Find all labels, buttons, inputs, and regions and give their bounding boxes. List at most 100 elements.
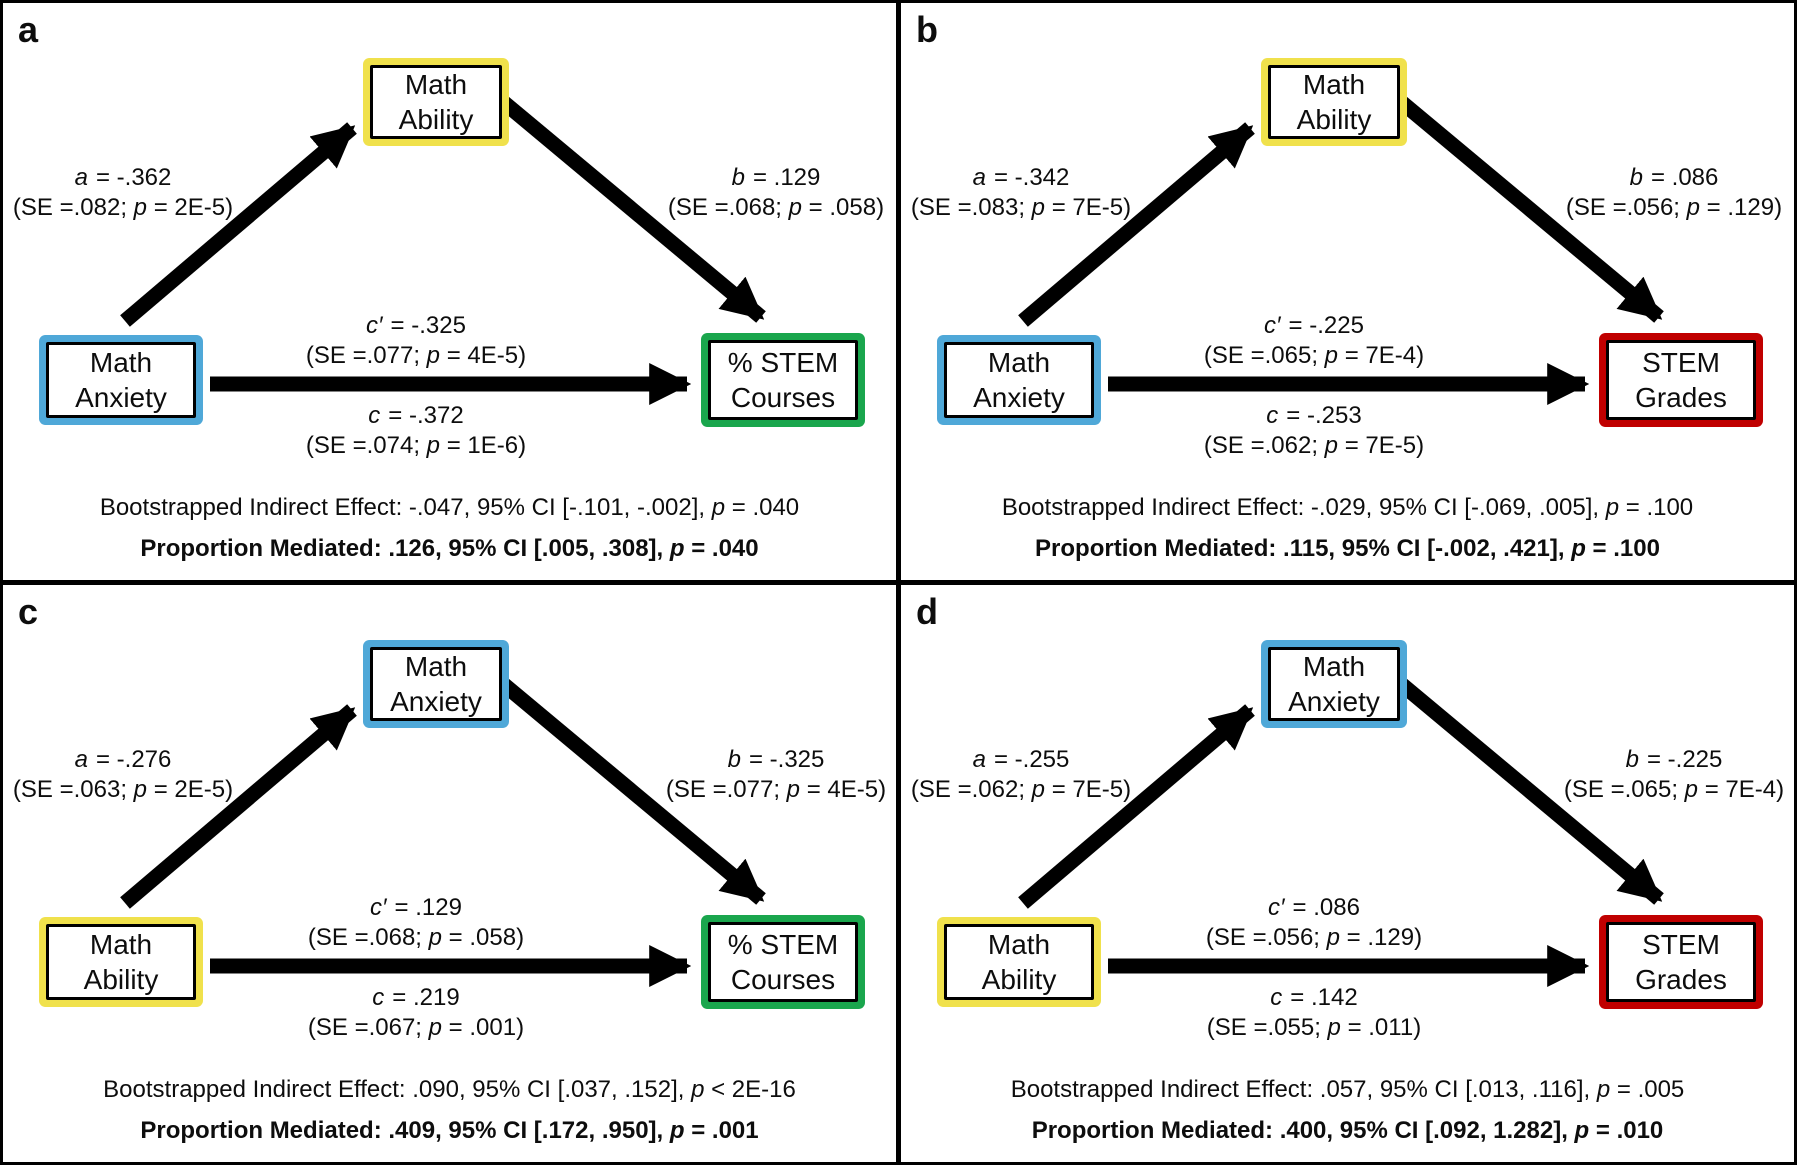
mediator-label: Math Ability: [1296, 69, 1372, 135]
c-prime-value: = -.225: [1288, 312, 1364, 339]
indirect-text: Bootstrapped Indirect Effect: -.047, 95%…: [99, 494, 712, 521]
panel-letter: a: [18, 9, 39, 50]
c-se-post: = 7E-5): [1338, 432, 1425, 459]
a-path-arrow: [120, 122, 357, 327]
indirect-p-value: = .040: [725, 494, 800, 521]
c-prime-value: = .086: [1292, 894, 1360, 921]
a-path-arrow: [1018, 704, 1255, 909]
predictor-label: Math Ability: [83, 929, 159, 995]
a-path-arrow: [120, 704, 357, 909]
predictor-box: Math Ability: [46, 924, 196, 1000]
predictor-box: Math Anxiety: [46, 342, 196, 418]
b-letter: b: [727, 746, 741, 773]
b-path-arrow: [496, 676, 766, 905]
b-letter: b: [1625, 746, 1639, 773]
p-symbol: p: [426, 432, 441, 459]
c-prime-letter: c′: [1268, 894, 1285, 921]
p-symbol: p: [133, 194, 148, 221]
horizontal-divider: [3, 580, 1794, 585]
c-prime-letter: c′: [370, 894, 387, 921]
mediated-p-value: = .001: [684, 1117, 759, 1144]
mediator-box: Math Ability: [370, 65, 502, 139]
b-se-post: = .058): [802, 194, 885, 221]
c-se-post: = 1E-6): [440, 432, 527, 459]
mediated-p-value: = .040: [684, 535, 759, 562]
a-path-label: a= -.255 (SE =.062; p = 7E-5): [901, 745, 1141, 805]
predictor-label: Math Ability: [981, 929, 1057, 995]
p-symbol: p: [691, 1076, 705, 1103]
panel-letter: d: [916, 591, 938, 632]
proportion-mediated-caption: Proportion Mediated: .409, 95% CI [.172,…: [3, 1117, 896, 1145]
b-letter: b: [1629, 164, 1643, 191]
p-symbol: p: [1605, 494, 1620, 521]
path-arrows: [120, 94, 766, 405]
c-prime-se-pre: (SE =.056;: [1205, 924, 1327, 951]
indirect-effect-caption: Bootstrapped Indirect Effect: -.047, 95%…: [3, 494, 896, 522]
c-se-pre: (SE =.062;: [1203, 432, 1325, 459]
p-symbol: p: [1686, 194, 1701, 221]
mediated-text: Proportion Mediated: .409, 95% CI [.172,…: [140, 1117, 670, 1144]
mediator-label: Math Anxiety: [390, 651, 482, 717]
a-value: = -.255: [993, 746, 1070, 773]
p-symbol: p: [1031, 194, 1046, 221]
c-value: = -.253: [1286, 402, 1362, 429]
a-value: = -.276: [95, 746, 172, 773]
a-letter: a: [74, 746, 88, 773]
indirect-text: Bootstrapped Indirect Effect: .057, 95% …: [1010, 1076, 1597, 1103]
a-path-label: a= -.342 (SE =.083; p = 7E-5): [901, 163, 1141, 223]
c-letter: c: [372, 984, 385, 1011]
b-path-label: b= -.325 (SE =.077; p = 4E-5): [656, 745, 896, 805]
p-symbol: p: [786, 776, 801, 803]
c-prime-path-label: c′= -.225 (SE =.065; p = 7E-4): [1164, 311, 1464, 371]
c-prime-se-pre: (SE =.065;: [1203, 342, 1325, 369]
a-se-post: = 2E-5): [147, 194, 234, 221]
predictor-label: Math Anxiety: [973, 347, 1065, 413]
mediated-p-value: = .010: [1589, 1117, 1664, 1144]
c-value: = -.372: [388, 402, 464, 429]
outcome-label: STEM Grades: [1635, 347, 1727, 413]
outcome-box: % STEM Courses: [708, 340, 858, 420]
b-path-arrow: [1394, 94, 1664, 323]
panel-letter: c: [18, 591, 39, 632]
c-prime-value: = .129: [394, 894, 462, 921]
c-prime-path-label: c′= .086 (SE =.056; p = .129): [1164, 893, 1464, 953]
a-se-pre: (SE =.063;: [12, 776, 134, 803]
outcome-label: % STEM Courses: [727, 929, 839, 995]
a-letter: a: [972, 746, 986, 773]
outcome-label: % STEM Courses: [727, 347, 839, 413]
predictor-label: Math Anxiety: [75, 347, 167, 413]
p-symbol: p: [669, 1117, 685, 1144]
p-symbol: p: [1574, 1117, 1590, 1144]
p-symbol: p: [669, 535, 685, 562]
p-symbol: p: [1326, 924, 1341, 951]
c-letter: c: [1266, 402, 1279, 429]
b-se-pre: (SE =.068;: [667, 194, 789, 221]
b-value: = -.325: [748, 746, 825, 773]
path-arrows: [1018, 676, 1664, 987]
c-letter: c: [1270, 984, 1283, 1011]
indirect-p-value: = .005: [1610, 1076, 1685, 1103]
predictor-box: Math Anxiety: [944, 342, 1094, 418]
c-path-label: c= .219 (SE =.067; p = .001): [266, 983, 566, 1043]
c-prime-se-pre: (SE =.068;: [307, 924, 429, 951]
b-path-label: b= -.225 (SE =.065; p = 7E-4): [1554, 745, 1794, 805]
b-path-arrow: [496, 94, 766, 323]
b-value: = .129: [752, 164, 821, 191]
a-letter: a: [972, 164, 986, 191]
c-path-label: c= .142 (SE =.055; p = .011): [1164, 983, 1464, 1043]
a-letter: a: [74, 164, 88, 191]
a-path-label: a= -.276 (SE =.063; p = 2E-5): [3, 745, 243, 805]
a-se-post: = 7E-5): [1045, 776, 1132, 803]
b-se-post: = .129): [1700, 194, 1783, 221]
c-se-post: = .011): [1340, 1014, 1422, 1041]
c-value: = .219: [392, 984, 460, 1011]
b-value: = .086: [1650, 164, 1719, 191]
mediator-box: Math Ability: [1268, 65, 1400, 139]
panel-b: b Math Ability Math Anxiety STEM Grades …: [901, 3, 1794, 580]
a-path-label: a= -.362 (SE =.082; p = 2E-5): [3, 163, 243, 223]
c-prime-se-post: = 4E-5): [440, 342, 527, 369]
b-path-label: b= .086 (SE =.056; p = .129): [1554, 163, 1794, 223]
mediated-text: Proportion Mediated: .115, 95% CI [-.002…: [1035, 535, 1572, 562]
panel-letter: b: [916, 9, 938, 50]
b-se-post: = 7E-4): [1698, 776, 1785, 803]
